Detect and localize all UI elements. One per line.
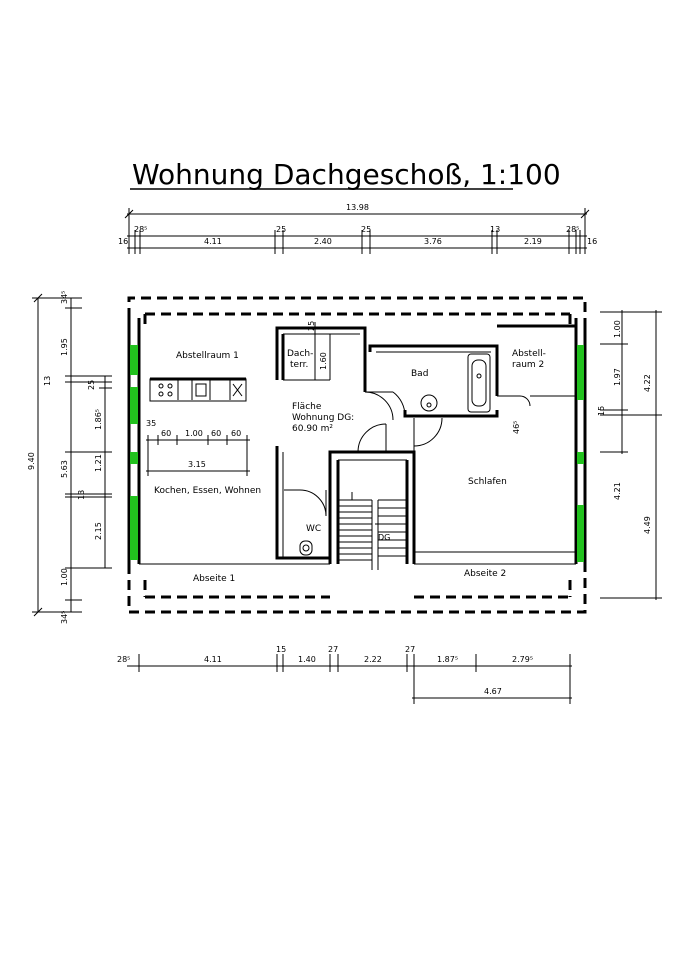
dim-bottom-3: 15	[276, 645, 286, 654]
plan-title: Wohnung Dachgeschoß, 1:100	[132, 158, 561, 191]
dim-dachterr-160: 1.60	[319, 352, 328, 370]
dim-right-inner-1: 1.00	[613, 320, 622, 338]
dim-kitchen-100: 1.00	[185, 429, 203, 438]
dim-right-inner-3: 15	[597, 406, 606, 416]
dim-right-inner-2: 1.97	[613, 368, 622, 386]
interior-dimensions: 35 60 1.00 60 60 3.15 25 1.60 46⁵	[146, 321, 521, 476]
room-dachterr-line2: terr.	[290, 360, 308, 370]
room-kochen-essen-wohnen: Kochen, Essen, Wohnen	[154, 486, 261, 496]
dim-kitchen-60c: 60	[231, 429, 241, 438]
windows	[130, 345, 584, 562]
room-abstellraum-2-line2: raum 2	[512, 360, 544, 370]
room-wc: WC	[306, 524, 321, 534]
doors	[299, 391, 531, 517]
dim-bottom-2: 4.11	[204, 655, 222, 664]
dim-left-inner-1: 34⁵	[60, 291, 69, 304]
dim-top-r2-4: 13	[490, 225, 500, 234]
window-left-4	[130, 496, 138, 560]
dim-left-inner-6: 2.15	[94, 522, 103, 540]
dim-left-inner-2: 1.95	[60, 338, 69, 356]
dim-left-mid-1: 13	[43, 376, 52, 386]
fixtures	[299, 353, 491, 556]
room-abstellraum-2-line1: Abstell-	[512, 349, 546, 359]
bathtub	[467, 353, 491, 413]
building-outline	[127, 296, 587, 614]
washbasin	[420, 394, 438, 412]
dim-top-r3-1: 16	[118, 237, 128, 246]
dim-bad-465: 46⁵	[512, 421, 521, 434]
dim-right-outer-3: 4.49	[643, 516, 652, 534]
room-schlafen: Schlafen	[468, 477, 507, 487]
dim-left-inner-7: 1.00	[60, 568, 69, 586]
room-labels: Abstellraum 1 Dach- terr. Bad Abstell- r…	[154, 349, 546, 584]
dim-bottom-row2: 4.67	[484, 687, 502, 696]
dim-top-r2-1: 28⁵	[134, 225, 147, 234]
window-left-3	[130, 452, 138, 464]
stairs: DG	[338, 492, 407, 570]
window-right-1	[577, 345, 584, 400]
dim-bottom-7: 27	[405, 645, 415, 654]
window-left-1	[130, 345, 138, 375]
dim-top-r3-2: 4.11	[204, 237, 222, 246]
window-right-2	[577, 452, 584, 464]
window-left-2	[130, 387, 138, 424]
room-abseite-1: Abseite 1	[193, 574, 235, 584]
room-abseite-2: Abseite 2	[464, 569, 506, 579]
dim-left-inner-3: 25	[87, 380, 96, 390]
room-abstellraum-1: Abstellraum 1	[176, 351, 239, 361]
area-line1: Fläche	[292, 402, 322, 412]
dim-left-mid-3: 13	[77, 490, 86, 500]
toilet	[299, 540, 313, 556]
dim-kitchen-60a: 60	[161, 429, 171, 438]
left-dimensions: 9.40 13 5.63 13 34⁵ 1.95 25 1.86⁵ 1.21 2…	[27, 291, 112, 624]
area-line3: 60.90 m²	[292, 424, 333, 434]
dim-kitchen-60b: 60	[211, 429, 221, 438]
dim-top-overall: 13.98	[346, 203, 369, 212]
dim-top-r3-5: 2.19	[524, 237, 542, 246]
dim-left-inner-8: 34⁵	[60, 611, 69, 624]
dim-bottom-1: 28⁵	[117, 655, 130, 664]
dim-bottom-5: 27	[328, 645, 338, 654]
dim-top-r2-5: 28⁵	[566, 225, 579, 234]
right-dimensions: 1.00 1.97 15 4.22 4.21 4.49	[597, 310, 662, 600]
dim-top-r2-2: 25	[276, 225, 286, 234]
dim-bottom-9: 2.79⁵	[512, 655, 533, 664]
dim-right-outer-2: 4.21	[613, 482, 622, 500]
dim-kitchen-315: 3.15	[188, 460, 206, 469]
dim-kitchen-35: 35	[146, 419, 156, 428]
room-bad: Bad	[411, 369, 428, 379]
dim-bottom-8: 1.87⁵	[437, 655, 458, 664]
dim-left-mid-2: 5.63	[60, 460, 69, 478]
stair-label: DG	[378, 533, 390, 542]
dim-left-overall: 9.40	[27, 452, 36, 470]
top-dimensions: 13.98 28⁵ 25 25 13 28⁵ 16 4.11 2.40 3.76…	[118, 203, 597, 254]
dim-left-inner-4: 1.86⁵	[94, 409, 103, 430]
dim-dachterr-25: 25	[307, 321, 316, 331]
dim-top-r2-3: 25	[361, 225, 371, 234]
dim-top-r3-6: 16	[587, 237, 597, 246]
area-line2: Wohnung DG:	[292, 413, 354, 423]
room-dachterr-line1: Dach-	[287, 349, 313, 359]
dim-top-r3-4: 3.76	[424, 237, 442, 246]
bottom-dimensions: 28⁵ 4.11 15 1.40 27 2.22 27 1.87⁵ 2.79⁵ …	[117, 645, 572, 704]
dim-right-outer-1: 4.22	[643, 374, 652, 392]
dim-bottom-6: 2.22	[364, 655, 382, 664]
dim-top-r3-3: 2.40	[314, 237, 332, 246]
window-right-3	[577, 505, 584, 562]
dim-bottom-4: 1.40	[298, 655, 316, 664]
dim-left-inner-5: 1.21	[94, 454, 103, 472]
